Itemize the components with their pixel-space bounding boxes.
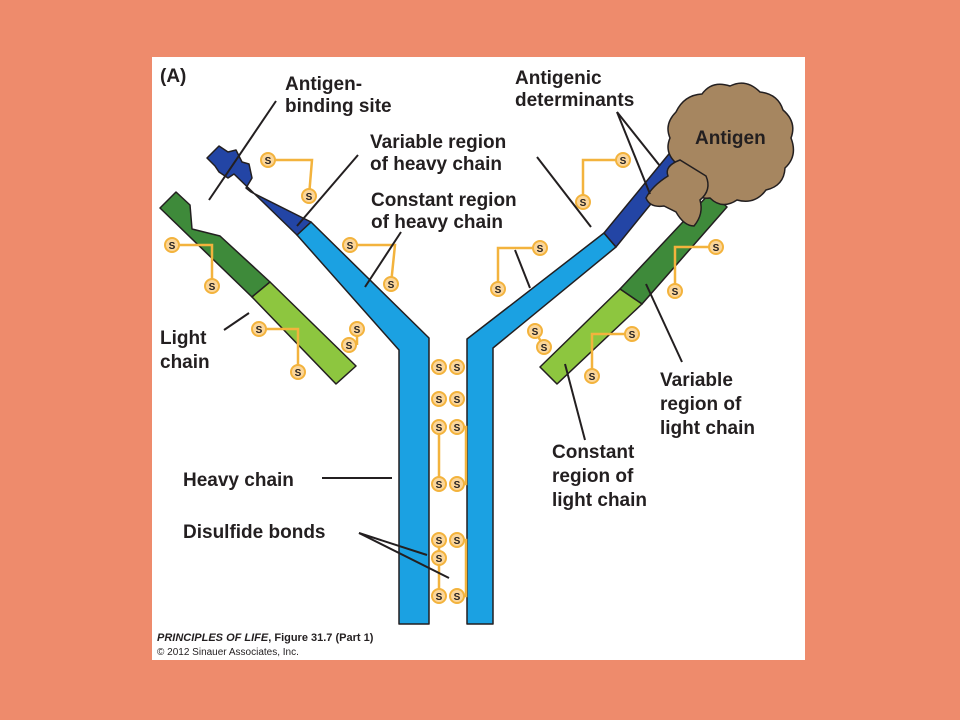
svg-text:S: S — [454, 363, 461, 374]
svg-text:S: S — [265, 156, 272, 167]
svg-text:S: S — [436, 423, 443, 434]
svg-text:S: S — [436, 554, 443, 565]
heavy-chain-right — [466, 232, 617, 625]
disulfide-bond-group: S S — [527, 323, 552, 355]
disulfide-bond-group: S S — [431, 391, 465, 407]
svg-text:S: S — [454, 592, 461, 603]
svg-text:S: S — [672, 287, 679, 298]
svg-text:S: S — [346, 341, 353, 352]
svg-text:S: S — [454, 423, 461, 434]
svg-text:S: S — [256, 325, 263, 336]
svg-text:S: S — [541, 343, 548, 354]
svg-text:S: S — [347, 241, 354, 252]
svg-text:S: S — [295, 368, 302, 379]
svg-text:S: S — [209, 282, 216, 293]
disulfide-bond-group: S S S S S — [431, 532, 468, 604]
constant-region-light-chain-label: Constant region of light chain — [552, 442, 647, 511]
figure-credit-title: PRINCIPLES OF LIFE, Figure 31.7 (Part 1) — [157, 632, 374, 644]
panel-label: (A) — [160, 66, 186, 87]
svg-text:S: S — [306, 192, 313, 203]
svg-text:S: S — [354, 325, 361, 336]
svg-text:S: S — [388, 280, 395, 291]
heavy-chain-variable-left — [206, 145, 312, 236]
light-chain-label: Light chain — [160, 328, 212, 373]
disulfide-bond-group: S S — [575, 152, 631, 210]
svg-text:S: S — [436, 536, 443, 547]
heavy-chain-label: Heavy chain — [183, 470, 294, 491]
disulfide-bond-group: S S — [164, 237, 220, 294]
antigenic-determinant-projection — [645, 159, 709, 227]
svg-text:S: S — [454, 536, 461, 547]
disulfide-bond-group: S S — [584, 326, 640, 384]
svg-text:S: S — [713, 243, 720, 254]
leader-lines — [208, 100, 683, 579]
antigen-label: Antigen — [695, 128, 766, 149]
svg-text:S: S — [537, 244, 544, 255]
svg-text:S: S — [454, 480, 461, 491]
svg-text:S: S — [436, 395, 443, 406]
svg-text:S: S — [436, 480, 443, 491]
svg-text:S: S — [436, 363, 443, 374]
svg-text:S: S — [169, 241, 176, 252]
variable-region-light-chain-label: Variable region of light chain — [660, 370, 755, 439]
heavy-chain-left — [296, 221, 430, 625]
disulfide-bond-group: S S — [431, 359, 465, 375]
disulfide-bond-group: S S — [341, 321, 365, 353]
figure-copyright: © 2012 Sinauer Associates, Inc. — [157, 647, 299, 658]
svg-text:S: S — [580, 198, 587, 209]
svg-text:S: S — [454, 395, 461, 406]
disulfide-bonds: S S S S S S S S S S — [164, 152, 724, 604]
disulfide-bond-group: S S — [251, 321, 306, 380]
antigen-binding-site-label: Antigen- binding site — [285, 74, 392, 117]
disulfide-bond-group: S S S S — [431, 419, 468, 492]
disulfide-bond-group: S S — [342, 237, 399, 292]
svg-text:S: S — [532, 327, 539, 338]
svg-text:S: S — [629, 330, 636, 341]
svg-text:S: S — [495, 285, 502, 296]
variable-region-heavy-chain-label: Variable region of heavy chain — [370, 132, 512, 175]
svg-text:S: S — [589, 372, 596, 383]
disulfide-bond-group: S S — [667, 239, 724, 299]
disulfide-bond-group: S S — [260, 152, 317, 204]
svg-text:S: S — [436, 592, 443, 603]
svg-text:S: S — [620, 156, 627, 167]
antigenic-determinants-label: Antigenic determinants — [515, 68, 634, 111]
light-chain-constant-left — [251, 281, 357, 385]
constant-region-heavy-chain-label: Constant region of heavy chain — [371, 190, 522, 233]
disulfide-bonds-label: Disulfide bonds — [183, 522, 326, 543]
disulfide-bond-group: S S — [490, 240, 548, 297]
